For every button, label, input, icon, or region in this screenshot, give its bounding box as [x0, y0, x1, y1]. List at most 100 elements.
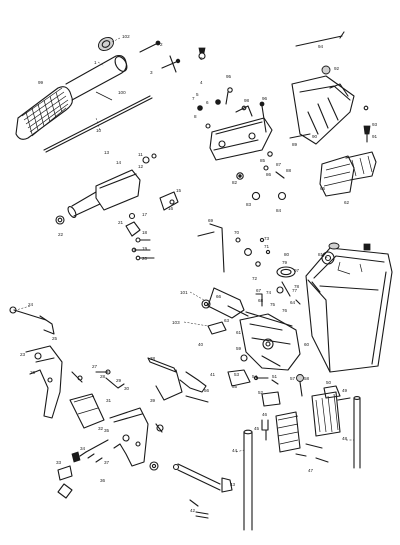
label-36: 36 [100, 478, 106, 483]
label-86: 86 [266, 172, 272, 177]
label-57: 57 [290, 376, 296, 381]
label-63: 63 [224, 318, 230, 323]
upper-housing [289, 31, 377, 197]
label-68: 68 [258, 298, 264, 303]
collar-ring [98, 36, 114, 52]
label-92: 92 [334, 66, 340, 71]
label-76: 76 [282, 308, 288, 313]
stern-bracket-right [57, 407, 164, 499]
shift-linkage [197, 223, 301, 335]
label-11: 11 [138, 152, 143, 157]
label-52: 52 [258, 390, 264, 395]
label-98: 98 [244, 98, 250, 103]
label-51: 51 [272, 374, 278, 379]
label-23: 23 [20, 352, 26, 357]
label-46: 46 [262, 412, 268, 417]
label-100: 100 [118, 90, 126, 95]
label-19: 19 [142, 246, 148, 251]
label-24: 24 [28, 302, 34, 307]
label-99: 99 [38, 80, 44, 85]
label-28: 28 [100, 374, 106, 379]
label-82: 82 [232, 180, 238, 185]
label-13: 13 [104, 150, 110, 155]
label-67: 67 [256, 288, 262, 293]
label-80: 80 [284, 252, 290, 257]
label-6: 6 [206, 100, 209, 105]
label-77: 77 [292, 288, 298, 293]
label-70: 70 [234, 230, 240, 235]
label-54: 54 [252, 374, 258, 379]
callout-labels: 102 1 2 3 4 5 6 7 8 9 10 11 12 13 14 15 … [20, 34, 378, 513]
label-34: 34 [80, 446, 86, 451]
label-41: 41 [210, 372, 216, 377]
label-42: 42 [190, 508, 196, 513]
label-49: 49 [342, 388, 348, 393]
label-56: 56 [204, 388, 210, 393]
label-47: 47 [308, 468, 314, 473]
label-97: 97 [294, 268, 300, 273]
label-88: 88 [286, 168, 292, 173]
label-64: 64 [290, 300, 296, 305]
label-17: 17 [142, 212, 148, 217]
label-22: 22 [58, 232, 64, 237]
label-38: 38 [150, 356, 156, 361]
label-37: 37 [104, 460, 110, 465]
label-79: 79 [282, 260, 288, 265]
label-33: 33 [56, 460, 62, 465]
label-90: 90 [312, 134, 318, 139]
throttle-rod [43, 95, 151, 151]
label-27: 27 [92, 364, 98, 369]
label-103: 103 [172, 320, 180, 325]
label-40: 40 [198, 342, 204, 347]
label-69: 69 [208, 218, 214, 223]
label-43: 43 [230, 482, 236, 487]
label-4: 4 [200, 80, 203, 85]
label-91: 91 [372, 134, 378, 139]
label-5: 5 [196, 92, 199, 97]
label-72: 72 [252, 276, 258, 281]
cable-wire [95, 91, 113, 101]
label-3: 3 [150, 70, 153, 75]
drive-shaft-tubes [243, 385, 361, 531]
label-75: 75 [270, 302, 276, 307]
label-58: 58 [304, 376, 310, 381]
label-59: 59 [236, 346, 242, 351]
label-74: 74 [266, 290, 272, 295]
label-50: 50 [326, 380, 332, 385]
label-14: 14 [116, 160, 122, 165]
label-81: 81 [318, 252, 324, 257]
clamp-bracket-center [227, 313, 304, 407]
label-8: 8 [194, 114, 197, 119]
label-55: 55 [232, 384, 238, 389]
label-60: 60 [304, 342, 310, 347]
label-78: 78 [294, 284, 300, 289]
label-30: 30 [124, 386, 130, 391]
label-62: 62 [344, 200, 350, 205]
label-39: 39 [150, 398, 156, 403]
stern-bracket-left [9, 306, 125, 429]
top-screws [139, 40, 206, 73]
label-89: 89 [292, 142, 298, 147]
label-48: 48 [342, 436, 348, 441]
label-87: 87 [276, 162, 282, 167]
label-85: 85 [260, 158, 266, 163]
tilt-lever [147, 357, 209, 403]
label-65: 65 [320, 186, 326, 191]
label-20: 20 [142, 256, 148, 261]
label-53: 53 [234, 372, 240, 377]
swivel-bracket-parts [197, 87, 287, 201]
label-96: 96 [262, 96, 268, 101]
tiller-handle-assembly [15, 36, 206, 153]
label-66: 66 [216, 294, 222, 299]
label-18: 18 [142, 230, 148, 235]
label-101: 101 [180, 290, 188, 295]
leader-lines [15, 37, 354, 453]
label-26: 26 [30, 370, 36, 375]
label-2: 2 [160, 42, 163, 47]
label-10: 10 [96, 128, 102, 133]
tilt-rod-assembly [172, 463, 233, 519]
label-15: 15 [176, 188, 182, 193]
label-94: 94 [318, 44, 324, 49]
label-29: 29 [116, 378, 122, 383]
